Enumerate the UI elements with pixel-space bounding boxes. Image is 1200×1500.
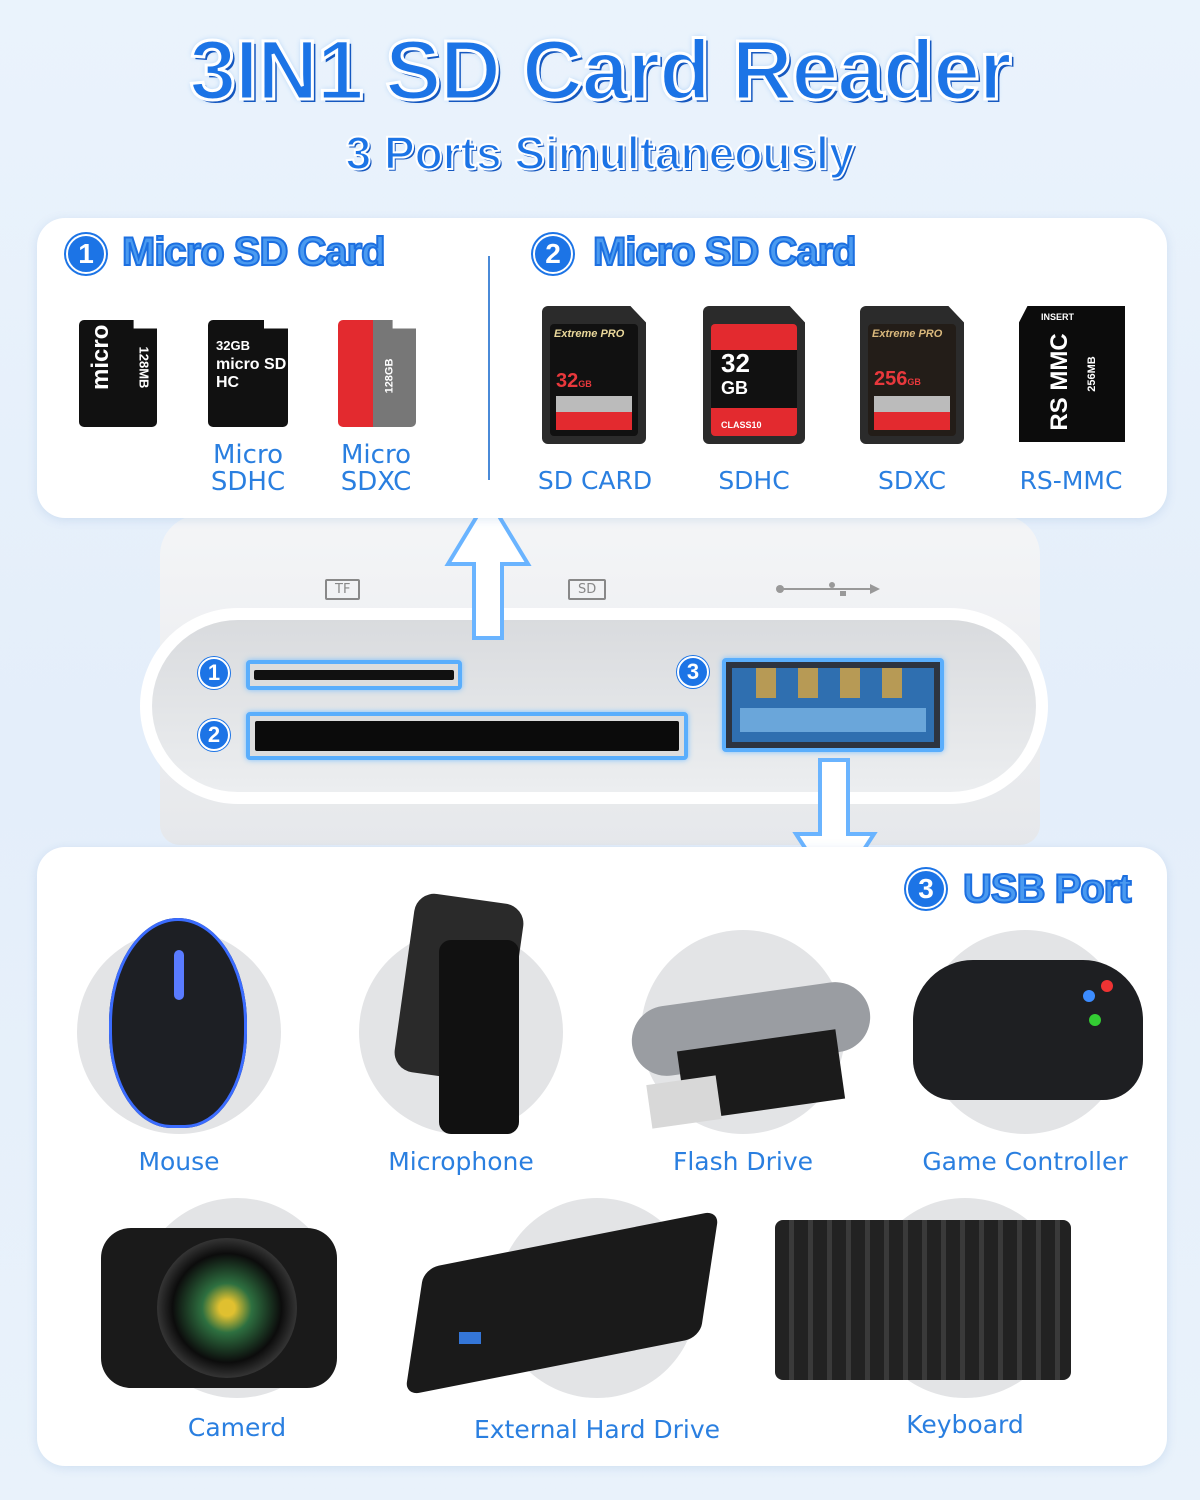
slot-2-badge: 2: [198, 719, 230, 751]
external-hard-drive-image: [404, 1198, 720, 1398]
slot-3-badge: 3: [677, 656, 709, 688]
usb-icon: [774, 581, 880, 596]
section-3-title: USB Port: [962, 866, 1133, 912]
usb-port[interactable]: [722, 658, 944, 752]
game-controller-image: [913, 930, 1143, 1134]
keyboard-label: Keyboard: [906, 1410, 1024, 1439]
camera-label: Camerd: [187, 1413, 287, 1442]
flash-drive-label: Flash Drive: [672, 1147, 814, 1176]
section-2-title: Micro SD Card: [592, 229, 858, 275]
page-subtitle: 3 Ports Simultaneously: [345, 126, 856, 180]
sdxc-label: SDXC: [878, 466, 946, 495]
section-divider: [488, 256, 490, 480]
slot-1-badge: 1: [198, 657, 230, 689]
arrow-up-icon: [444, 494, 532, 640]
tf-port-label: TF: [325, 579, 361, 600]
rs-mmc-label: RS-MMC: [1019, 466, 1123, 495]
microphone-label: Microphone: [388, 1147, 534, 1176]
section-2-badge: 2: [533, 234, 573, 274]
rs-mmc-size-marking: 256MB: [1086, 356, 1098, 392]
microphone-image: [359, 891, 563, 1134]
sdhc-label: SDHC: [718, 466, 790, 495]
mouse-image: [77, 918, 281, 1134]
microsdxc-card: 128GB: [338, 320, 416, 427]
page-title: 3IN1 SD Card Reader: [188, 22, 1013, 119]
sd-card-label: SD CARD: [537, 466, 653, 495]
keyboard-image: [775, 1198, 1071, 1398]
external-hard-drive-label: External Hard Drive: [473, 1415, 721, 1444]
camera-image: [101, 1198, 337, 1398]
mouse-label: Mouse: [138, 1147, 220, 1176]
micro-sd-slot[interactable]: [246, 660, 462, 690]
section-1-badge: 1: [66, 234, 106, 274]
game-controller-label: Game Controller: [922, 1147, 1128, 1176]
usb-devices-panel: 3 USB Port Mouse Microphone Flash Drive …: [37, 847, 1167, 1466]
section-3-badge: 3: [906, 869, 946, 909]
rs-mmc-card: INSERT RS MMC 256MB: [1019, 306, 1125, 442]
flash-drive-image: [627, 930, 875, 1134]
sd-port-label: SD: [568, 579, 607, 600]
section-1-title: Micro SD Card: [121, 229, 387, 275]
sd-slot[interactable]: [246, 712, 688, 760]
